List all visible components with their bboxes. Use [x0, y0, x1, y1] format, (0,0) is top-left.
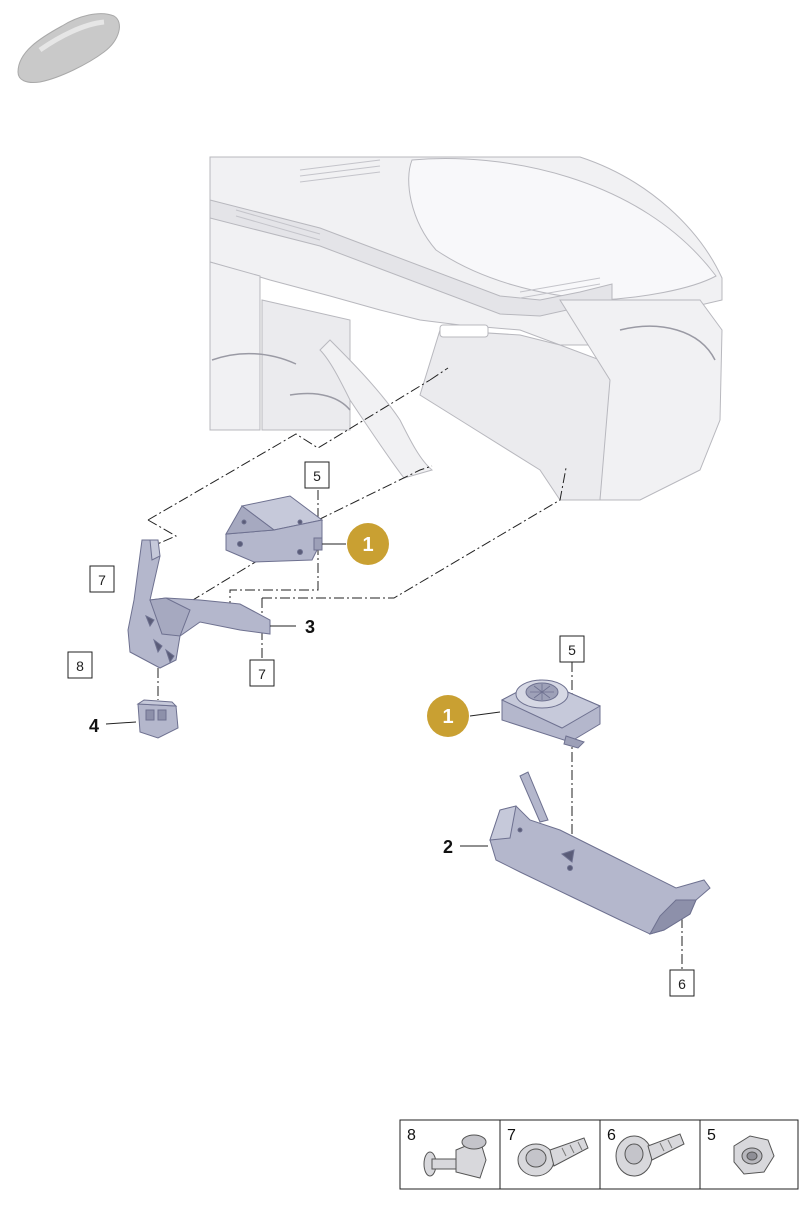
box-7-upper[interactable]: 7: [89, 565, 115, 593]
callout-leaders: [105, 543, 501, 847]
callout-badge-1-top[interactable]: 1: [347, 523, 389, 565]
legend-cell-6[interactable]: 6: [607, 1127, 685, 1177]
part-1-control-unit[interactable]: [225, 495, 324, 563]
legend-number-5: 5: [707, 1127, 716, 1144]
legend-number-6: 6: [607, 1127, 616, 1144]
hex-flange-nut-icon: [733, 1135, 775, 1175]
legend-cell-5[interactable]: 5: [707, 1127, 775, 1175]
box-5-right-label: 5: [568, 642, 576, 658]
box-8[interactable]: 8: [67, 651, 93, 679]
part-2-bracket[interactable]: [489, 771, 711, 935]
box-7-lower-label: 7: [258, 666, 266, 682]
callout-2-label: 2: [443, 837, 453, 857]
callout-4-label: 4: [89, 716, 99, 736]
box-8-label: 8: [76, 658, 84, 674]
vehicle-thumbnail-icon: [17, 13, 120, 83]
callout-badge-1-top-label: 1: [362, 534, 373, 556]
fastener-legend: 8 7 6: [399, 1119, 799, 1190]
box-6[interactable]: 6: [669, 969, 695, 997]
assembly-leader-lines: [147, 367, 683, 970]
box-6-label: 6: [678, 976, 686, 992]
part-3-bracket[interactable]: [127, 539, 271, 669]
flange-screw-icon: [517, 1137, 589, 1177]
washer-screw-icon: [615, 1133, 685, 1177]
box-7-upper-label: 7: [98, 572, 106, 588]
box-5-top[interactable]: 5: [304, 461, 330, 489]
part-4-connector[interactable]: [136, 699, 179, 739]
callout-badge-1-bottom-label: 1: [442, 706, 453, 728]
legend-cell-7[interactable]: 7: [507, 1127, 589, 1177]
legend-number-7: 7: [507, 1127, 516, 1144]
box-5-right[interactable]: 5: [559, 635, 585, 663]
box-5-top-label: 5: [313, 468, 321, 484]
part-1-sound-module[interactable]: [500, 679, 602, 749]
callout-badge-1-bottom[interactable]: 1: [427, 695, 469, 737]
box-7-lower[interactable]: 7: [249, 659, 275, 687]
expanding-rivet-icon: [423, 1134, 487, 1179]
dashboard-context-illustration: [209, 156, 723, 501]
legend-number-8: 8: [407, 1127, 416, 1144]
legend-cell-8[interactable]: 8: [407, 1127, 487, 1179]
callout-3-label: 3: [305, 617, 315, 637]
